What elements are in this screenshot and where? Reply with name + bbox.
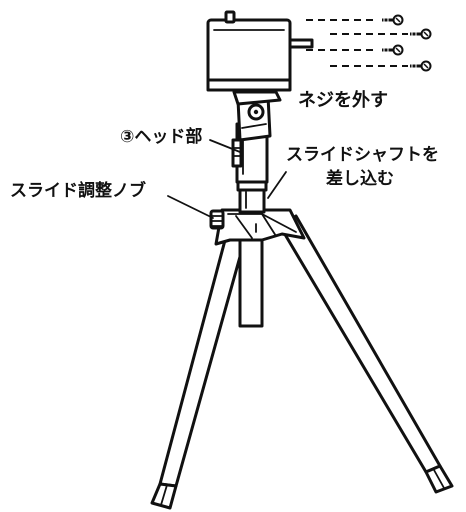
screw-icon [410,60,432,72]
slide-shaft-label-line2: 差し込む [326,168,394,189]
mount-box [206,10,314,92]
slide-shaft-leader [267,171,287,199]
screw-icon [410,28,432,40]
screws-group [306,14,432,72]
tripod-left-leg [150,212,250,510]
slide-shaft-label-line1: スライドシャフトを [286,145,439,165]
slide-knob-label: スライド調整ノブ [10,180,146,201]
head-part-label: ③ヘッド部 [120,126,202,147]
tripod-right-leg [278,214,454,494]
slide-shaft [236,178,268,214]
head-part [231,90,282,184]
tripod-center-leg [238,226,264,328]
tripod-hub [214,208,306,246]
screw-icon [382,14,404,26]
slide-adjust-knob [209,209,225,230]
head-part-leader [209,139,241,153]
slide-knob-leader [167,195,214,219]
remove-screws-label: ネジを外す [298,89,388,111]
screw-icon [382,44,404,56]
